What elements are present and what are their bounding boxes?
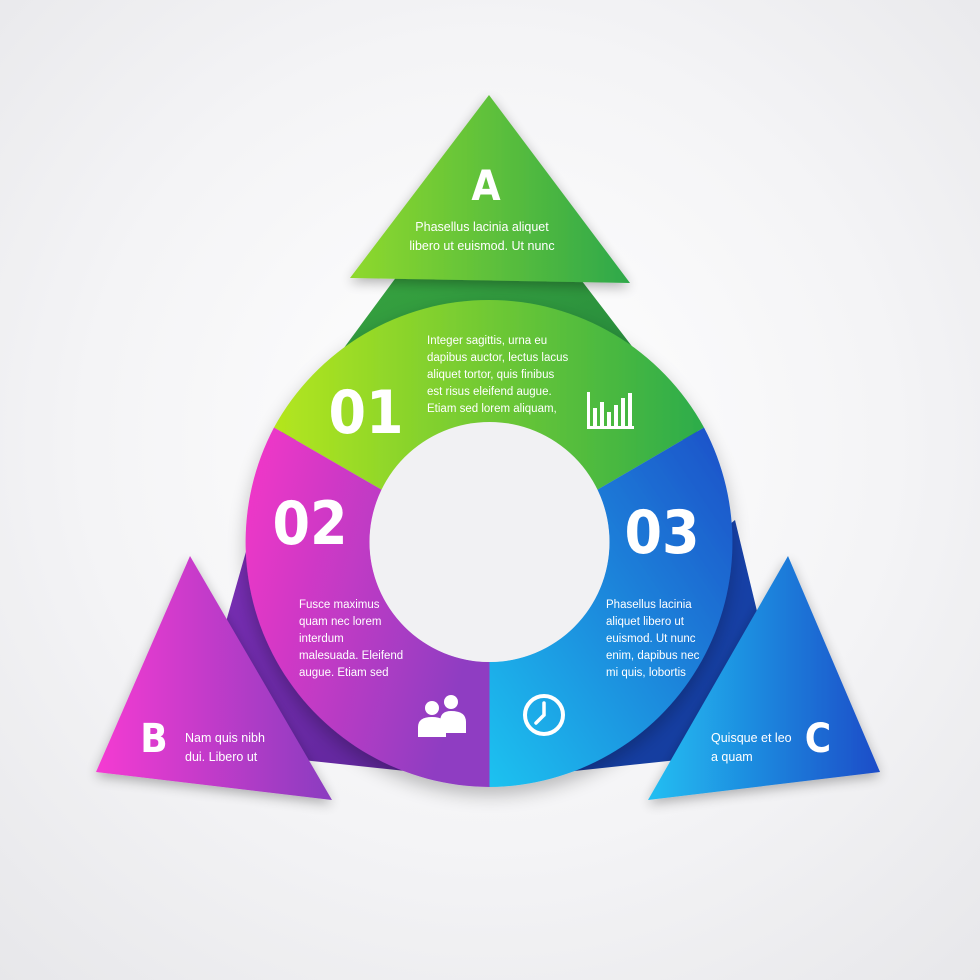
segment-01 xyxy=(274,299,704,490)
segment-03-text-line-3: euismod. Ut nunc xyxy=(606,633,696,645)
users-icon xyxy=(418,695,466,737)
arrow-a-letter: A xyxy=(471,161,501,210)
segment-03-text-line-4: enim, dapibus nec xyxy=(606,650,700,662)
segment-01-text-line-1: Integer sagittis, urna eu xyxy=(427,335,547,347)
segment-02-text-line-5: augue. Etiam sed xyxy=(299,667,389,679)
segment-03-number: 03 xyxy=(624,498,699,568)
clock-icon xyxy=(523,694,565,736)
bar-chart-icon xyxy=(587,392,634,429)
segment-02-text-line-1: Fusce maximus xyxy=(299,599,380,611)
segment-02-number: 02 xyxy=(272,489,347,559)
segment-01-text-line-4: est risus eleifend augue. xyxy=(427,386,552,398)
segment-03-text-line-1: Phasellus lacinia xyxy=(606,599,692,611)
segment-02 xyxy=(245,427,490,787)
arrow-c xyxy=(648,556,880,800)
segment-01-text-line-5: Etiam sed lorem aliquam, xyxy=(427,403,557,415)
segment-03-text-line-2: aliquet libero ut xyxy=(606,616,685,628)
segment-01-text-line-2: dapibus auctor, lectus lacus xyxy=(427,352,569,364)
arrow-c-text-line-2: a quam xyxy=(711,750,753,764)
arrow-a xyxy=(350,95,630,283)
segment-02-text-line-2: quam nec lorem xyxy=(299,616,381,628)
center-hole xyxy=(369,422,610,662)
arrow-a-text-line-1: Phasellus lacinia aliquet xyxy=(415,220,549,234)
segment-02-text-line-3: interdum xyxy=(299,633,344,645)
segment-01-number: 01 xyxy=(328,378,403,448)
arrow-c-text-line-1: Quisque et leo xyxy=(711,731,792,745)
ring xyxy=(245,299,733,787)
segment-02-text-line-4: malesuada. Eleifend xyxy=(299,650,403,662)
arrow-b-letter: B xyxy=(140,716,167,762)
arrow-b-text-line-2: dui. Libero ut xyxy=(185,750,258,764)
segment-01-text-line-3: aliquet tortor, quis finibus xyxy=(427,369,554,381)
arrow-b-text-line-1: Nam quis nibh xyxy=(185,731,265,745)
arrow-c-letter: C xyxy=(805,716,831,762)
arrow-a-text-line-2: libero ut euismod. Ut nunc xyxy=(409,239,554,253)
arrow-b xyxy=(96,556,332,800)
segment-03-text-line-5: mi quis, lobortis xyxy=(606,667,686,679)
